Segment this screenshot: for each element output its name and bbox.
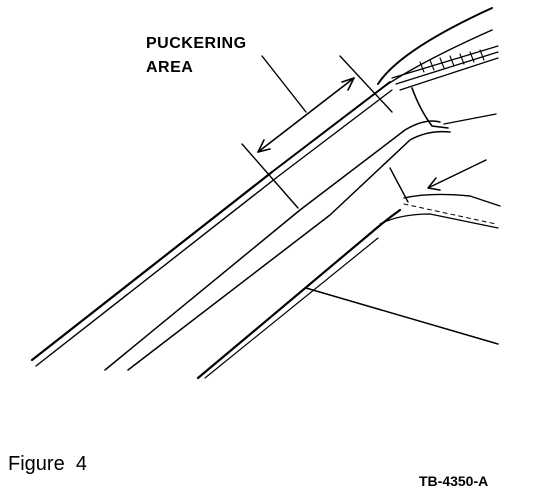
- dimension-arrowhead-right: [341, 77, 355, 91]
- dimension-arrowhead-left: [257, 139, 271, 153]
- molding-top-edge: [30, 170, 274, 362]
- callout-label-line-2: AREA: [146, 59, 194, 76]
- dimension-arrow-shaft: [257, 77, 355, 153]
- molding-upper-edge: [271, 81, 391, 173]
- corner-right-edge: [443, 113, 497, 125]
- figure-code: TB-4350-A: [419, 473, 489, 489]
- boundary-mark-left: [241, 143, 299, 209]
- figure-caption: Figure 4: [8, 453, 87, 476]
- joint-dashed-line: [403, 203, 497, 225]
- callout-label-line-1: PUCKERING: [146, 35, 247, 52]
- boundary-mark-right: [339, 55, 393, 113]
- callout-leader-line: [261, 55, 307, 113]
- molding-middle-line: [104, 120, 441, 371]
- roof-corner-outer: [377, 7, 493, 85]
- molding-lower-line: [127, 130, 451, 371]
- joint-pointer-arrow: [427, 159, 487, 191]
- joint-bracket: [389, 167, 409, 203]
- molding-bottom-line: [196, 208, 402, 380]
- molding-upper-edge-inner: [275, 89, 393, 179]
- lower-leader-line: [305, 287, 499, 345]
- figure-caption-label: Figure: [8, 453, 65, 475]
- roof-corner-inner: [381, 29, 493, 89]
- joint-flange-lower: [379, 213, 499, 229]
- molding-bottom-inner: [204, 237, 379, 379]
- figure-caption-number: 4: [75, 453, 87, 475]
- molding-top-edge-inner: [35, 177, 277, 367]
- corner-bracket: [411, 87, 449, 129]
- corner-hatch: [419, 49, 485, 73]
- joint-flange: [403, 193, 501, 207]
